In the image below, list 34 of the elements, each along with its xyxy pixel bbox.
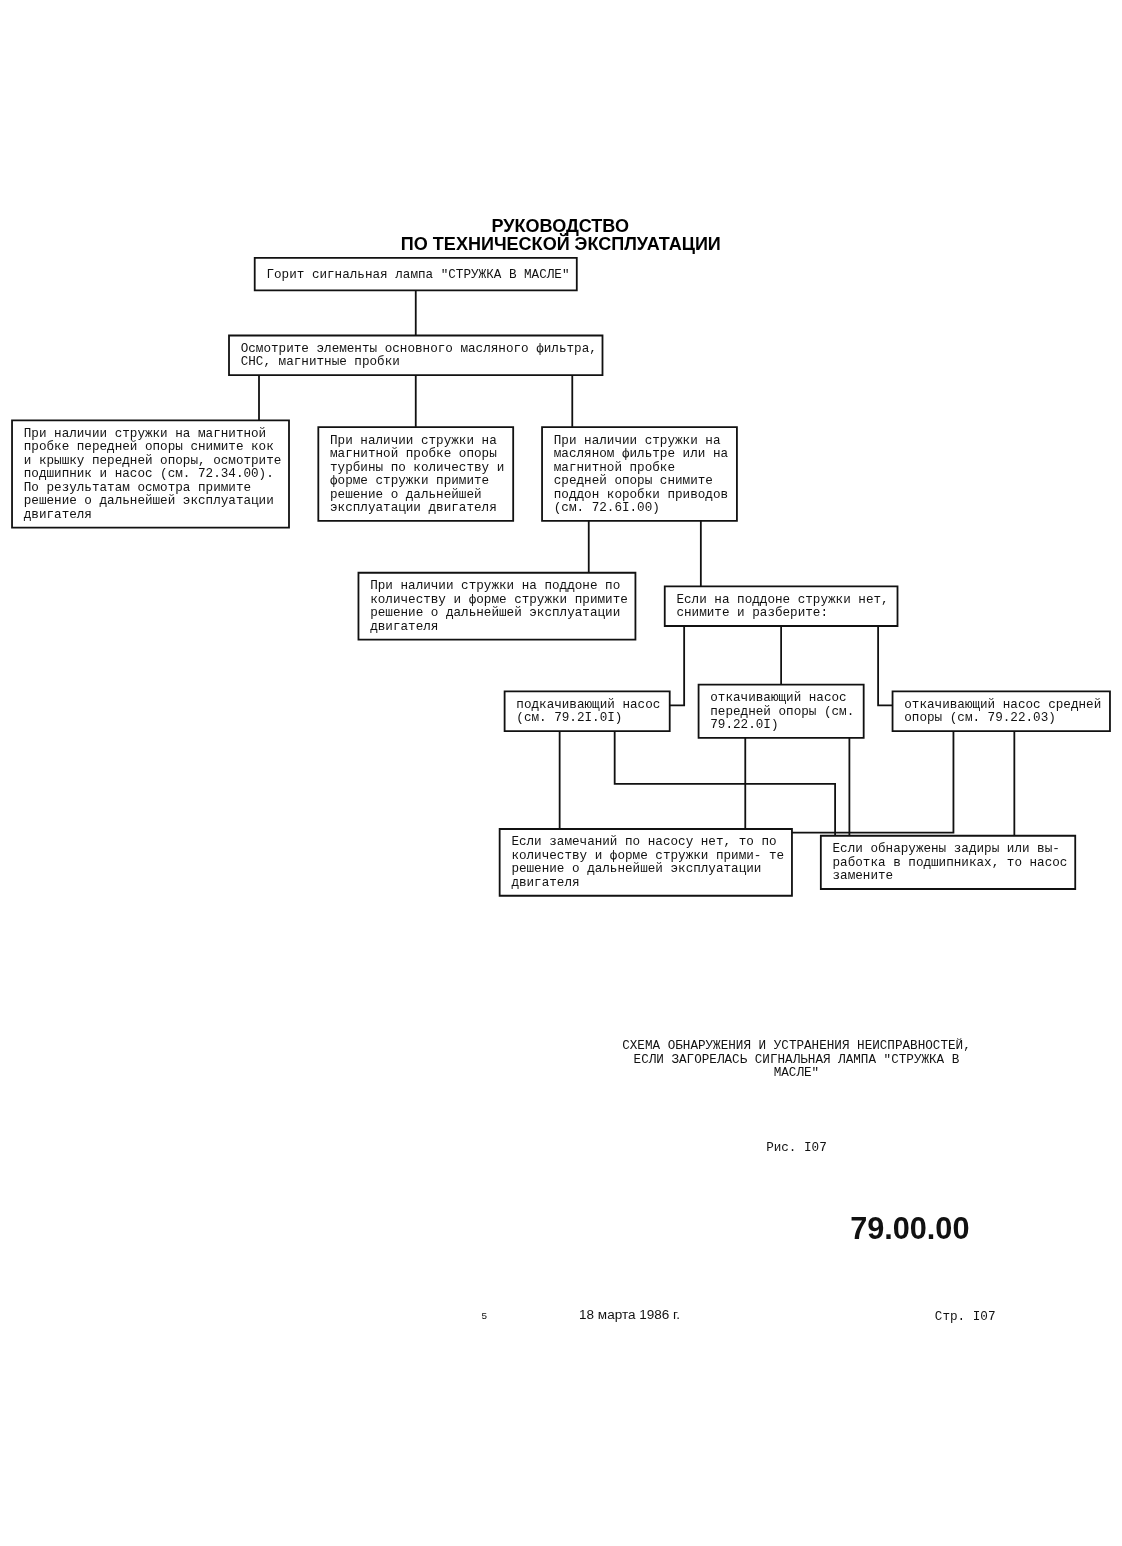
- label: 5: [481, 1309, 488, 1321]
- connector: [668, 624, 686, 706]
- node-box: Осмотрите элементы основного масляного фильтра, СНС, магнитные пробки: [228, 334, 604, 376]
- label: 79.00.00: [850, 1210, 970, 1245]
- connector: [613, 730, 836, 836]
- label: Стр. I07: [934, 1307, 996, 1323]
- node-box: Если обнаружены задиры или вы- работка в подшипниках, то насос замените: [819, 834, 1077, 890]
- node-box: подкачивающий насос (см. 79.2I.0I): [503, 690, 671, 732]
- connector: [780, 624, 783, 685]
- node-box: Если замечаний по насосу нет, то по количеству и форме стружки прими- те решение о дальнейшей эксплуатации двигателя: [498, 827, 793, 897]
- connector: [587, 519, 590, 573]
- connector: [699, 519, 702, 587]
- node-box: Если на поддоне стружки нет, снимите и разберите:: [663, 584, 899, 627]
- node-box: Горит сигнальная лампа "СТРУЖКА В МАСЛЕ": [253, 256, 578, 291]
- diagram-title: РУКОВОДСТВО ПО ТЕХНИЧЕСКОЙ ЭКСПЛУАТАЦИИ: [400, 215, 721, 254]
- label: Рис. I07: [766, 1139, 827, 1155]
- caption: СХЕМА ОБНАРУЖЕНИЯ И УСТРАНЕНИЯ НЕИСПРАВНОСТЕЙ, ЕСЛИ ЗАГОРЕЛАСЬ СИГНАЛЬНАЯ ЛАМПА "СТРУЖКА В МАСЛЕ": [622, 1037, 971, 1080]
- connector: [744, 736, 747, 830]
- connector: [877, 624, 894, 706]
- connector: [414, 289, 417, 336]
- connector: [258, 373, 260, 421]
- connector: [571, 373, 574, 428]
- node-box: При наличии стружки на магнитной пробке передней опоры снимите кок и крышку передней опоры, осмотрите подшипник и насос (см. 72.34.00). По результатам осмотра примите решение о дальнейшей эксплуатации двигателя: [11, 418, 290, 529]
- connector: [791, 729, 955, 833]
- label: 18 марта 1986 г.: [579, 1306, 681, 1322]
- node-box: При наличии стружки на масляном фильтре или на магнитной пробке средней опоры снимите поддон коробки приводов (см. 72.6I.00): [541, 425, 738, 522]
- node-box: откачивающий насос передней опоры (см. 79.22.0I): [697, 683, 865, 739]
- connector: [414, 373, 417, 428]
- connector: [848, 736, 851, 837]
- connector: [558, 729, 561, 830]
- node-box: При наличии стружки на магнитной пробке опоры турбины по количеству и форме стружки примите решение о дальнейшей эксплуатации двигателя: [317, 425, 515, 522]
- node-box: При наличии стружки на поддоне по количеству и форме стружки примите решение о дальнейшей эксплуатации двигателя: [357, 571, 637, 640]
- connector: [1013, 729, 1016, 836]
- node-box: откачивающий насос средней опоры (см. 79.22.03): [891, 690, 1111, 732]
